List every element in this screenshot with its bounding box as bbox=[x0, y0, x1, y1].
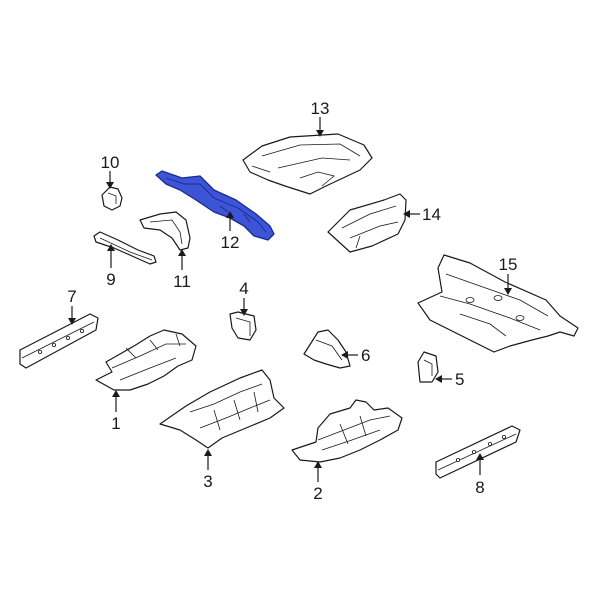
leader-10 bbox=[106, 171, 114, 189]
part-8-sill[interactable] bbox=[435, 425, 521, 479]
callout-6: 6 bbox=[361, 346, 370, 365]
part-9-brace[interactable] bbox=[93, 231, 157, 265]
leader-8 bbox=[476, 453, 484, 475]
part-5-bracket[interactable] bbox=[417, 351, 439, 383]
leader-13 bbox=[316, 117, 324, 137]
leader-3 bbox=[204, 449, 212, 470]
callout-12: 12 bbox=[221, 233, 240, 252]
part-7-sill[interactable] bbox=[19, 313, 99, 369]
callout-15: 15 bbox=[499, 255, 518, 274]
callout-9: 9 bbox=[106, 270, 115, 289]
leader-4 bbox=[240, 298, 248, 316]
leader-6 bbox=[341, 351, 358, 359]
leader-7 bbox=[68, 306, 76, 325]
callout-10: 10 bbox=[101, 153, 120, 172]
part-3-floor-pan[interactable] bbox=[159, 369, 285, 449]
callout-3: 3 bbox=[203, 472, 212, 491]
callout-1: 1 bbox=[111, 414, 120, 433]
leader-11 bbox=[178, 249, 186, 270]
leader-1 bbox=[112, 390, 120, 412]
callout-14: 14 bbox=[422, 205, 441, 224]
leader-15 bbox=[504, 274, 512, 295]
leader-2 bbox=[314, 461, 322, 482]
leader-lines bbox=[68, 117, 512, 482]
part-1-floor-pan[interactable] bbox=[95, 329, 197, 391]
part-13-floor-pan[interactable] bbox=[242, 133, 373, 195]
part-14-floor-panel[interactable] bbox=[327, 193, 407, 253]
part-12-crossmember[interactable] bbox=[155, 170, 275, 241]
leader-9 bbox=[107, 244, 115, 268]
callout-7: 7 bbox=[67, 287, 76, 306]
part-15-floor-pan[interactable] bbox=[417, 254, 579, 353]
leader-12 bbox=[226, 211, 234, 231]
callout-4: 4 bbox=[239, 279, 248, 298]
callout-13: 13 bbox=[311, 99, 330, 118]
leader-5 bbox=[435, 375, 452, 383]
callout-11: 11 bbox=[173, 272, 191, 291]
callout-2: 2 bbox=[313, 484, 322, 503]
part-12-shape bbox=[155, 170, 275, 241]
part-2-floor-pan[interactable] bbox=[291, 399, 403, 463]
leader-14 bbox=[403, 210, 420, 218]
part-6-bracket[interactable] bbox=[303, 329, 351, 369]
part-10-bracket[interactable] bbox=[101, 186, 123, 211]
callout-5: 5 bbox=[455, 370, 464, 389]
part-11-reinforcement[interactable] bbox=[139, 211, 191, 251]
part-4-bracket[interactable] bbox=[229, 311, 257, 341]
callout-labels: 13 10 14 12 9 11 15 7 4 6 5 1 3 2 8 bbox=[67, 99, 517, 503]
callout-8: 8 bbox=[475, 478, 484, 497]
